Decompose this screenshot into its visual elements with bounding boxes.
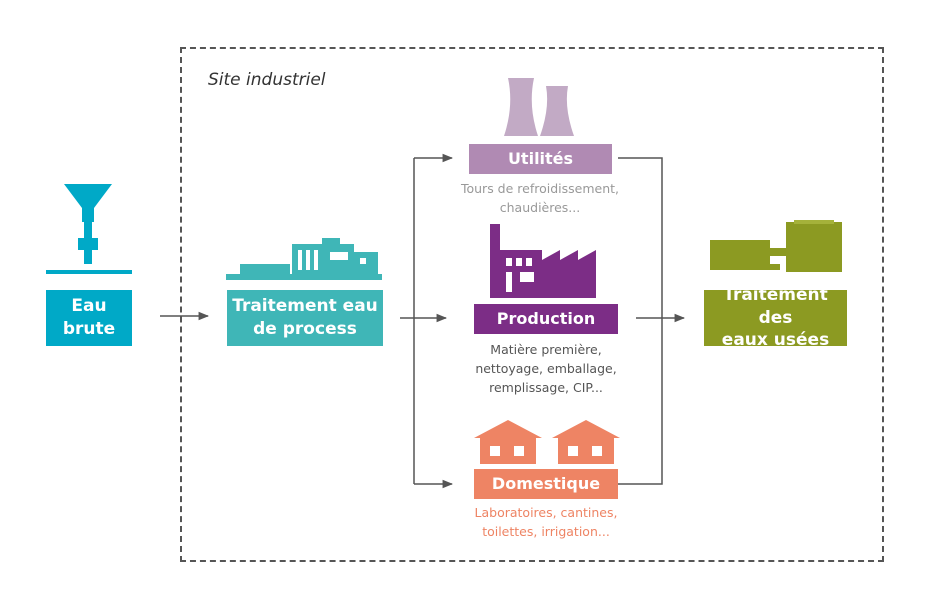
houses-icon	[474, 420, 620, 464]
eaux-usees-label-2: eaux usées	[721, 330, 830, 351]
domestique-desc-1: Laboratoires, cantines,	[474, 505, 618, 520]
domestique-box: Domestique	[474, 469, 618, 499]
treatment-plant-icon	[226, 238, 382, 280]
production-desc-2: nettoyage, emballage,	[475, 360, 617, 376]
water-tower-icon	[46, 184, 132, 274]
production-box: Production	[474, 304, 618, 334]
site-label: Site industriel	[208, 70, 326, 90]
production-desc-1: Matière première,	[490, 342, 602, 357]
utilites-box: Utilités	[469, 144, 612, 174]
process-label-2: de process	[253, 319, 357, 339]
utilites-desc-1: Tours de refroidissement,	[460, 181, 620, 196]
eau-brute-label-1: Eau	[71, 296, 107, 317]
utilites-desc-2: chaudières...	[499, 199, 581, 215]
factory-icon	[490, 224, 596, 298]
return-line	[618, 157, 663, 485]
wastewater-tank-icon	[710, 220, 842, 272]
domestique-desc-2: toilettes, irrigation...	[482, 523, 610, 539]
utilites-description: Tours de refroidissement, chaudières...	[440, 180, 640, 218]
domestique-description: Laboratoires, cantines, toilettes, irrig…	[440, 504, 652, 542]
cooling-tower-icon	[504, 78, 574, 136]
eau-brute-label-2: brute	[62, 319, 116, 339]
eaux-usees-label-1: Traitement des	[723, 284, 828, 328]
production-description: Matière première, nettoyage, emballage, …	[440, 341, 652, 397]
production-desc-3: remplissage, CIP...	[489, 379, 603, 395]
process-label-1: Traitement eau	[232, 296, 378, 317]
industrial-site-frame	[180, 47, 884, 562]
